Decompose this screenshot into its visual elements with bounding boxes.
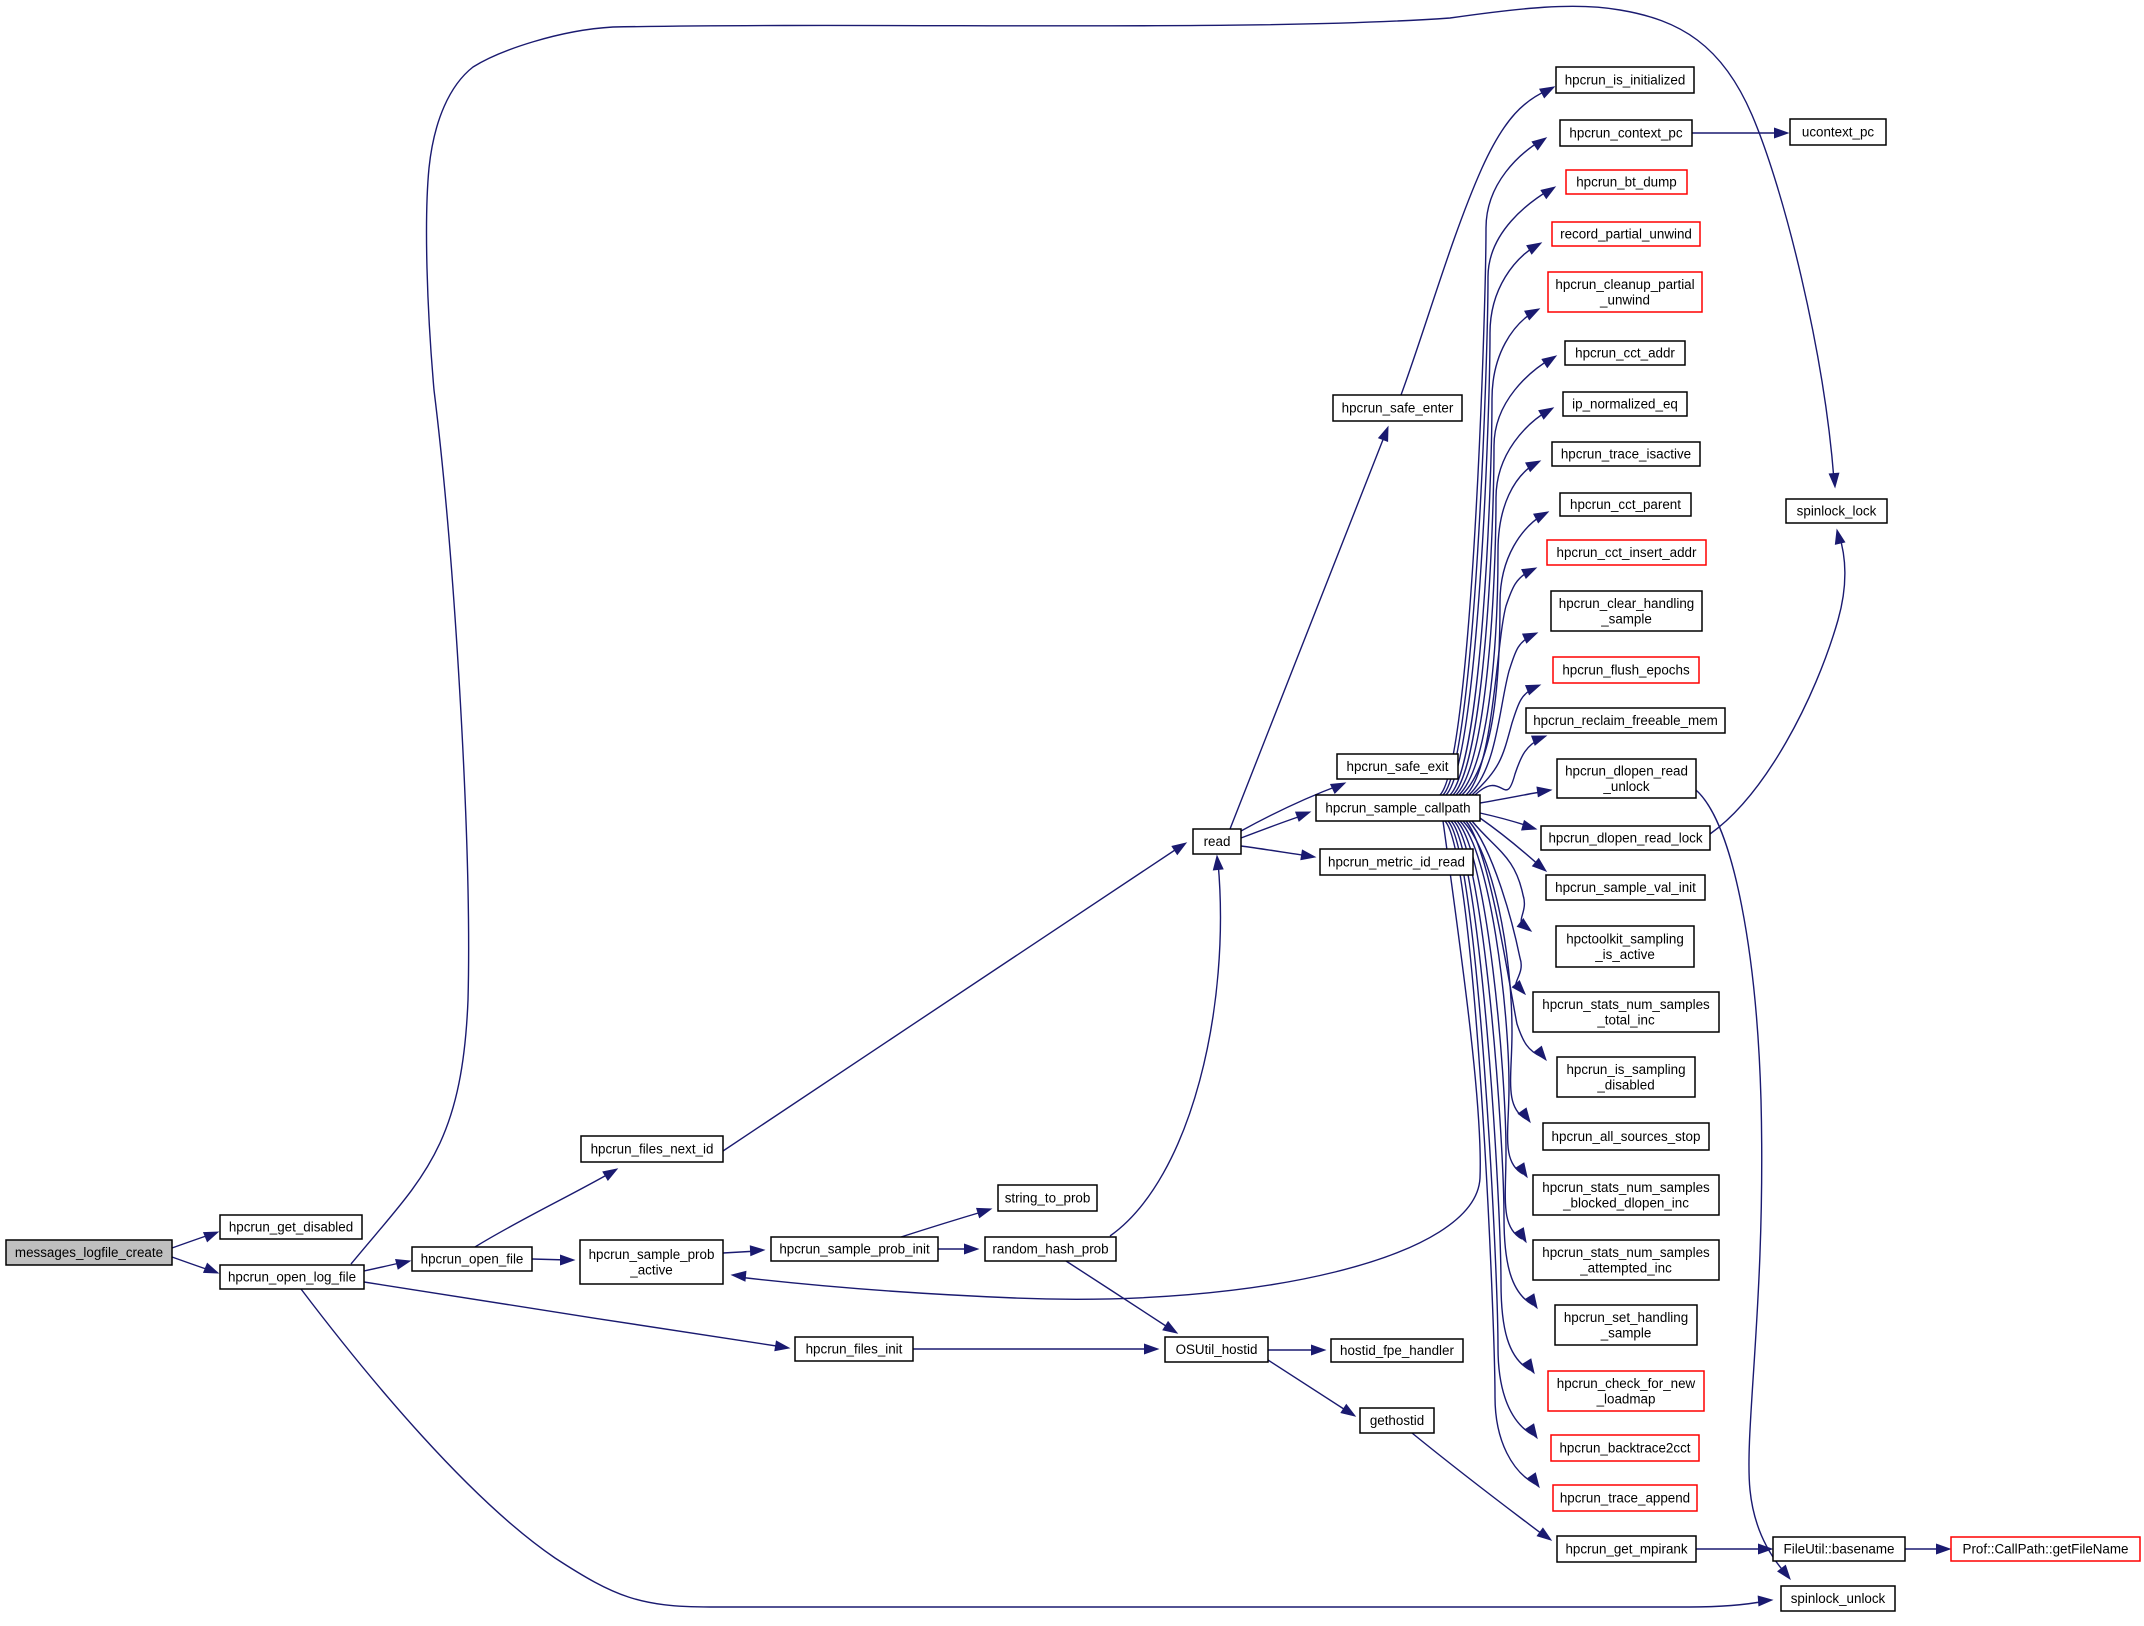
svg-text:_sample: _sample — [1600, 612, 1652, 627]
svg-text:hpcrun_sample_val_init: hpcrun_sample_val_init — [1555, 880, 1696, 895]
svg-text:hpcrun_get_mpirank: hpcrun_get_mpirank — [1565, 1542, 1687, 1557]
svg-text:_blocked_dlopen_inc: _blocked_dlopen_inc — [1562, 1196, 1689, 1211]
svg-text:_unlock: _unlock — [1602, 779, 1649, 794]
svg-text:OSUtil_hostid: OSUtil_hostid — [1176, 1342, 1258, 1357]
svg-text:hpcrun_safe_enter: hpcrun_safe_enter — [1342, 401, 1454, 416]
svg-text:hpcrun_sample_prob: hpcrun_sample_prob — [589, 1247, 715, 1262]
svg-text:ip_normalized_eq: ip_normalized_eq — [1572, 397, 1678, 412]
svg-text:gethostid: gethostid — [1370, 1413, 1424, 1428]
svg-text:hpcrun_stats_num_samples: hpcrun_stats_num_samples — [1542, 1245, 1710, 1260]
svg-text:hpcrun_trace_append: hpcrun_trace_append — [1560, 1491, 1690, 1506]
svg-text:_total_inc: _total_inc — [1596, 1013, 1655, 1028]
svg-text:_active: _active — [629, 1263, 672, 1278]
svg-text:hpcrun_bt_dump: hpcrun_bt_dump — [1576, 175, 1677, 190]
svg-text:hpcrun_open_file: hpcrun_open_file — [421, 1252, 524, 1267]
svg-text:hpctoolkit_sampling: hpctoolkit_sampling — [1566, 932, 1684, 947]
svg-text:_disabled: _disabled — [1596, 1078, 1654, 1093]
svg-text:spinlock_lock: spinlock_lock — [1797, 504, 1877, 519]
svg-text:hpcrun_context_pc: hpcrun_context_pc — [1569, 126, 1682, 141]
svg-text:ucontext_pc: ucontext_pc — [1802, 125, 1875, 140]
svg-text:hostid_fpe_handler: hostid_fpe_handler — [1340, 1343, 1454, 1358]
svg-text:hpcrun_cct_parent: hpcrun_cct_parent — [1570, 497, 1681, 512]
svg-text:read: read — [1204, 834, 1231, 849]
svg-text:_sample: _sample — [1600, 1326, 1652, 1341]
svg-text:hpcrun_all_sources_stop: hpcrun_all_sources_stop — [1552, 1129, 1701, 1144]
svg-text:hpcrun_is_initialized: hpcrun_is_initialized — [1565, 73, 1686, 88]
svg-text:hpcrun_metric_id_read: hpcrun_metric_id_read — [1328, 855, 1465, 870]
svg-text:hpcrun_sample_callpath: hpcrun_sample_callpath — [1325, 801, 1470, 816]
svg-text:hpcrun_cct_insert_addr: hpcrun_cct_insert_addr — [1557, 545, 1697, 560]
svg-text:hpcrun_files_next_id: hpcrun_files_next_id — [591, 1142, 714, 1157]
svg-text:hpcrun_dlopen_read_lock: hpcrun_dlopen_read_lock — [1548, 831, 1702, 846]
svg-text:_attempted_inc: _attempted_inc — [1579, 1261, 1672, 1276]
svg-text:hpcrun_open_log_file: hpcrun_open_log_file — [228, 1270, 356, 1285]
svg-text:hpcrun_cct_addr: hpcrun_cct_addr — [1575, 346, 1675, 361]
svg-text:record_partial_unwind: record_partial_unwind — [1560, 227, 1692, 242]
svg-text:hpcrun_stats_num_samples: hpcrun_stats_num_samples — [1542, 997, 1710, 1012]
svg-text:hpcrun_safe_exit: hpcrun_safe_exit — [1347, 759, 1449, 774]
svg-text:hpcrun_backtrace2cct: hpcrun_backtrace2cct — [1559, 1441, 1690, 1456]
svg-text:hpcrun_stats_num_samples: hpcrun_stats_num_samples — [1542, 1180, 1710, 1195]
svg-text:hpcrun_sample_prob_init: hpcrun_sample_prob_init — [779, 1242, 930, 1257]
svg-text:string_to_prob: string_to_prob — [1005, 1191, 1091, 1206]
svg-text:hpcrun_dlopen_read: hpcrun_dlopen_read — [1565, 764, 1688, 779]
svg-text:hpcrun_reclaim_freeable_mem: hpcrun_reclaim_freeable_mem — [1533, 713, 1718, 728]
svg-text:_is_active: _is_active — [1594, 947, 1655, 962]
svg-text:hpcrun_get_disabled: hpcrun_get_disabled — [229, 1220, 353, 1235]
svg-text:hpcrun_clear_handling: hpcrun_clear_handling — [1559, 596, 1695, 611]
svg-text:Prof::CallPath::getFileName: Prof::CallPath::getFileName — [1963, 1542, 2129, 1557]
svg-text:hpcrun_set_handling: hpcrun_set_handling — [1564, 1310, 1688, 1325]
svg-text:hpcrun_check_for_new: hpcrun_check_for_new — [1557, 1376, 1696, 1391]
svg-text:hpcrun_is_sampling: hpcrun_is_sampling — [1566, 1062, 1685, 1077]
svg-text:random_hash_prob: random_hash_prob — [992, 1242, 1108, 1257]
svg-text:hpcrun_cleanup_partial: hpcrun_cleanup_partial — [1555, 277, 1694, 292]
svg-text:_unwind: _unwind — [1599, 293, 1650, 308]
svg-text:messages_logfile_create: messages_logfile_create — [15, 1245, 163, 1260]
svg-text:hpcrun_files_init: hpcrun_files_init — [806, 1342, 903, 1357]
svg-text:hpcrun_flush_epochs: hpcrun_flush_epochs — [1562, 663, 1690, 678]
svg-text:_loadmap: _loadmap — [1596, 1392, 1656, 1407]
svg-text:hpcrun_trace_isactive: hpcrun_trace_isactive — [1561, 447, 1691, 462]
svg-text:FileUtil::basename: FileUtil::basename — [1784, 1542, 1895, 1557]
svg-text:spinlock_unlock: spinlock_unlock — [1791, 1591, 1886, 1606]
